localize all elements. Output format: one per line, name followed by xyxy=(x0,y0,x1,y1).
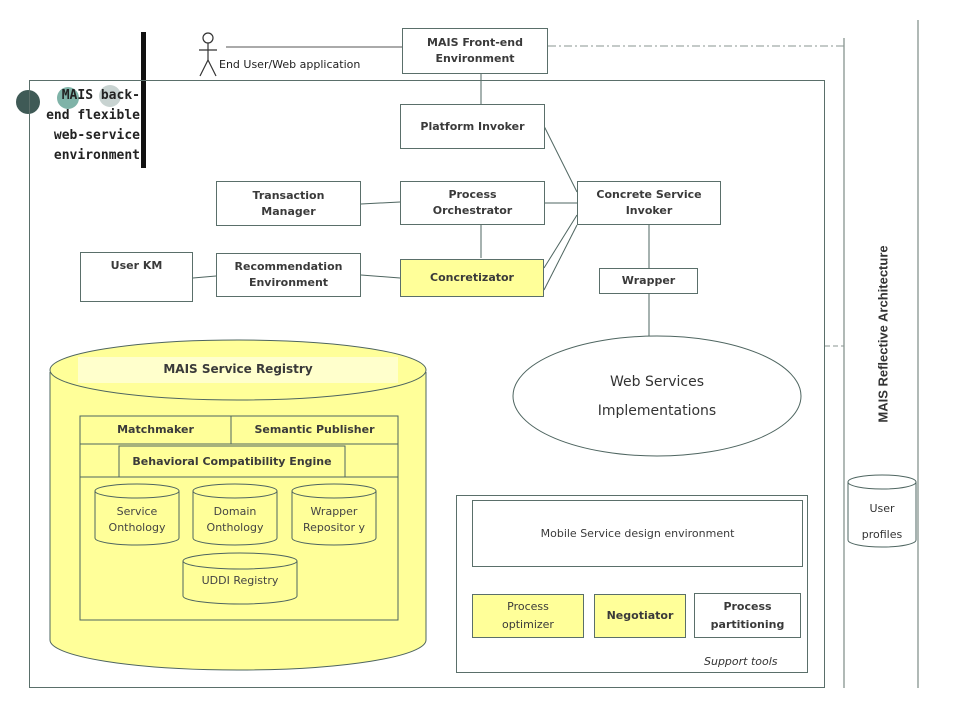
support-tools-frame xyxy=(456,495,808,673)
title-accent-bar xyxy=(141,32,146,168)
mobile-design-box[interactable]: Mobile Service design environment xyxy=(472,500,803,567)
matchmaker-label[interactable]: Matchmaker xyxy=(117,423,194,436)
registry-title-band xyxy=(78,357,398,383)
recommendation-to-concretizator-link xyxy=(360,274,401,279)
web-services-ellipse xyxy=(512,335,802,457)
uddi-registry-cylinder xyxy=(182,552,298,605)
actor-label: End User/Web application xyxy=(219,58,361,71)
domain-onthology-label[interactable]: Domain Onthology xyxy=(206,505,264,534)
recommendation-environment-box[interactable]: Recommendation Environment xyxy=(216,253,361,297)
backend-frame xyxy=(29,80,825,688)
page-title: MAIS back- end flexible web-service envi… xyxy=(38,86,140,166)
concretizator-to-invoker-link-a xyxy=(543,214,578,269)
concretizator-box[interactable]: Concretizator xyxy=(400,259,544,297)
behavioral-engine-box xyxy=(118,445,346,478)
userkm-to-recommendation-link xyxy=(192,275,217,279)
registry-title[interactable]: MAIS Service Registry xyxy=(163,362,313,376)
domain-onthology-cylinder xyxy=(192,483,278,546)
user-profiles-line-2: profiles xyxy=(861,528,903,541)
reflective-architecture-label: MAIS Reflective Architecture xyxy=(875,245,891,423)
service-onthology-label[interactable]: Service Onthology xyxy=(108,505,166,534)
decor-circle-mid xyxy=(57,87,79,109)
platform-to-invoker-link xyxy=(543,125,578,193)
process-optimizer-box[interactable]: Process optimizer xyxy=(472,594,584,638)
transaction-to-orchestrator-link xyxy=(360,201,401,205)
process-partitioning-box[interactable]: Process partitioning xyxy=(694,593,801,638)
web-services-line-2: Implementations xyxy=(597,403,717,419)
uddi-registry-label[interactable]: UDDI Registry xyxy=(201,574,279,587)
platform-invoker-box[interactable]: Platform Invoker xyxy=(400,104,545,149)
transaction-manager-box[interactable]: Transaction Manager xyxy=(216,181,361,226)
negotiator-box[interactable]: Negotiator xyxy=(594,594,686,638)
wrapper-box[interactable]: Wrapper xyxy=(599,268,698,294)
decor-circle-light xyxy=(99,85,121,107)
title-line-2: end flexible xyxy=(46,108,140,123)
user-profiles-cylinder xyxy=(847,474,917,548)
frontend-box[interactable]: MAIS Front-end Environment xyxy=(402,28,548,74)
process-orchestrator-box[interactable]: Process Orchestrator xyxy=(400,181,545,225)
web-services-line-1: Web Services xyxy=(609,374,704,390)
concrete-service-invoker-box[interactable]: Concrete Service Invoker xyxy=(577,181,721,225)
user-profiles-label[interactable]: User profiles xyxy=(848,496,916,548)
service-onthology-cylinder xyxy=(94,483,180,546)
title-line-1: MAIS back- xyxy=(61,88,140,103)
support-tools-caption: Support tools xyxy=(704,655,778,668)
concretizator-to-invoker-link-b xyxy=(543,224,578,291)
user-profiles-line-1: User xyxy=(869,502,895,515)
title-line-4: environment xyxy=(53,148,140,163)
web-services-label[interactable]: Web Services Implementations xyxy=(513,368,801,426)
wrapper-repository-label[interactable]: Wrapper Repositor y xyxy=(303,505,365,534)
wrapper-repository-cylinder xyxy=(291,483,377,546)
user-km-box[interactable]: User KM xyxy=(80,252,193,302)
title-line-3: web-service xyxy=(53,128,140,143)
actor-stick-figure xyxy=(199,32,217,77)
semantic-publisher-label[interactable]: Semantic Publisher xyxy=(254,423,375,436)
decor-circle-dark xyxy=(16,90,40,114)
behavioral-engine-label[interactable]: Behavioral Compatibility Engine xyxy=(132,455,332,468)
